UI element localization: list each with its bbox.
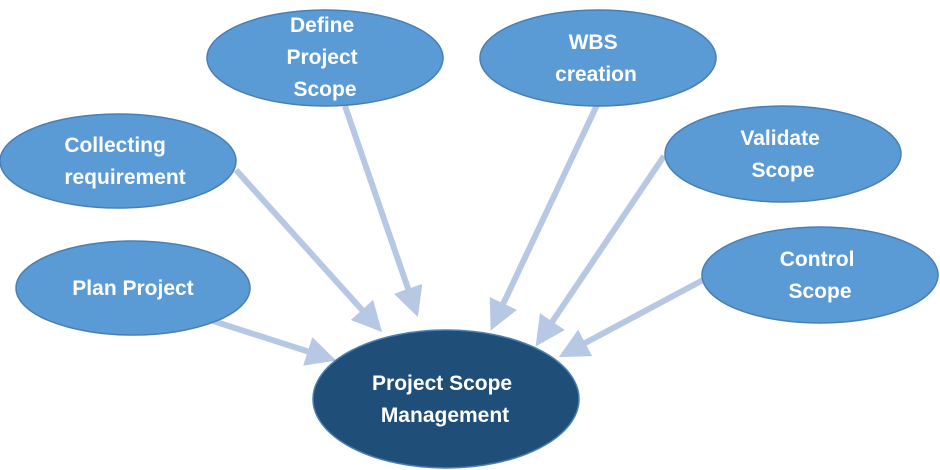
- node-wbs-creation: WBS creation: [479, 9, 717, 107]
- svg-text:Control Scope: Control Scope: [780, 248, 861, 303]
- node-define-project-scope-line-3: Scope: [293, 78, 356, 101]
- node-control-scope: Control Scope: [701, 226, 939, 324]
- node-validate-scope: Validate Scope: [664, 105, 902, 203]
- node-wbs-creation-line-2: creation: [555, 63, 637, 86]
- node-validate-scope-line-2: Scope: [751, 159, 814, 182]
- svg-text:Collecting requirement: Collecting requirement: [64, 134, 185, 189]
- node-validate-scope-line-1: Validate: [740, 127, 819, 150]
- node-plan-project-shape: [15, 240, 251, 336]
- center-node-line-1: Project Scope: [372, 372, 512, 395]
- arrow-wbs-to-center: [489, 103, 600, 331]
- svg-text:Define Project Sco: Define Project Scope: [286, 14, 363, 101]
- node-define-project-scope-line-2: Project: [286, 46, 357, 69]
- node-control-scope-line-2: Scope: [788, 280, 851, 303]
- arrow-plan-to-center: [209, 317, 337, 366]
- center-node-shape: [312, 329, 580, 469]
- center-node-project-scope-management: Project Scope Management: [312, 329, 580, 469]
- node-collecting-requirement-line-2: requirement: [64, 166, 185, 189]
- node-wbs-creation-line-1: WBS: [569, 31, 618, 54]
- arrow-define-to-center: [342, 105, 423, 318]
- node-wbs-creation-shape: [479, 9, 717, 107]
- node-define-project-scope: Define Project Scope: [206, 9, 444, 107]
- node-collecting-requirement-line-1: Collecting: [64, 134, 166, 157]
- node-plan-project-line-1: Plan Project: [72, 277, 193, 300]
- node-define-project-scope-shape: [206, 9, 444, 107]
- arrows: [209, 103, 705, 366]
- arrow-validate-to-center: [535, 154, 667, 347]
- node-collecting-requirement: Collecting requirement: [0, 113, 237, 209]
- node-control-scope-line-1: Control: [780, 248, 855, 271]
- node-collecting-requirement-shape: [0, 113, 237, 209]
- svg-text:Validate Scope: Validate Scope: [740, 127, 825, 182]
- node-control-scope-shape: [701, 226, 939, 324]
- svg-text:Project Scope Management: Project Scope Management: [372, 372, 518, 427]
- node-define-project-scope-line-1: Define: [290, 14, 354, 37]
- arrow-control-to-center: [558, 277, 705, 358]
- arrow-collect-to-center: [233, 167, 383, 333]
- svg-text:Plan Project: Plan Project: [72, 277, 193, 300]
- center-node-line-2: Management: [381, 404, 509, 427]
- node-validate-scope-shape: [664, 105, 902, 203]
- svg-text:WBS creation: WBS creation: [555, 31, 637, 86]
- node-plan-project: Plan Project: [15, 240, 251, 336]
